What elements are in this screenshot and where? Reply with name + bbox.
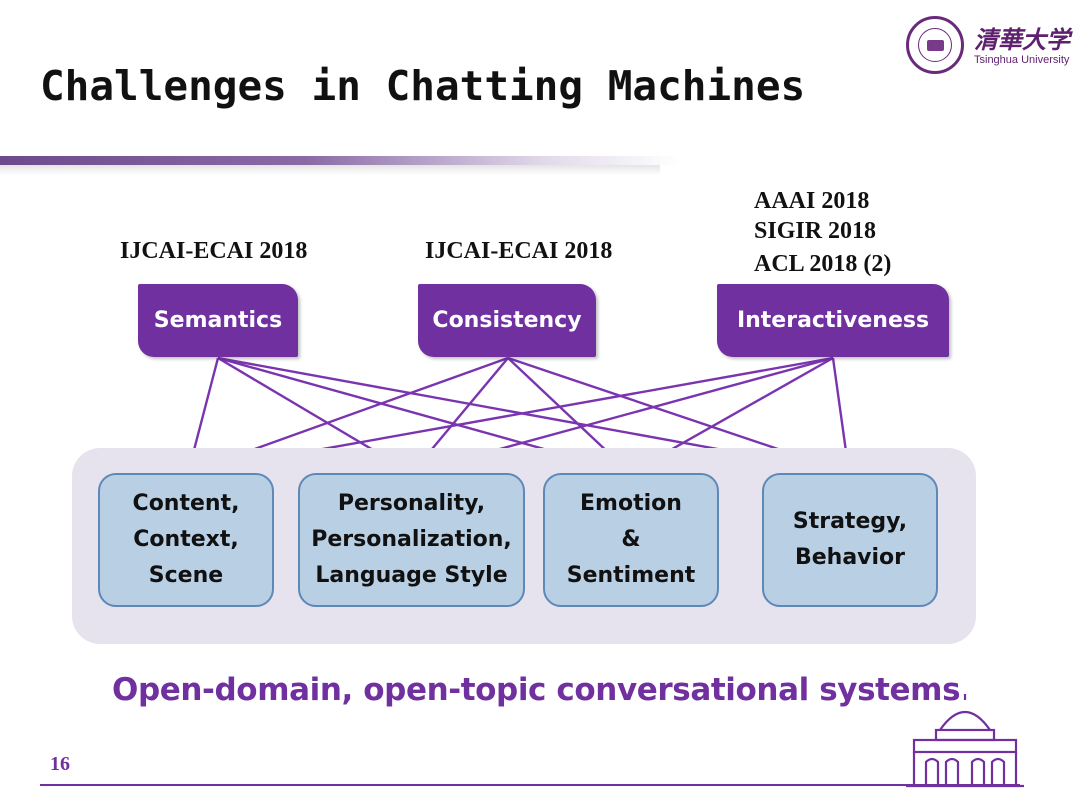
slide-title: Challenges in Chatting Machines [40, 62, 806, 110]
logo-chinese-name: 清華大学 [974, 25, 1070, 54]
title-underline-bar [0, 156, 680, 165]
aspect-line: Content, [132, 491, 240, 516]
aspect-personality: Personality, Personalization, Language S… [298, 473, 525, 607]
venue-semantics: IJCAI-ECAI 2018 [120, 238, 308, 264]
page-number: 16 [50, 753, 70, 775]
venue-interactiveness-3: ACL 2018 (2) [754, 251, 892, 277]
building-icon [906, 694, 1024, 788]
logo-english-name: Tsinghua University [974, 54, 1070, 66]
aspect-line: Personality, [337, 491, 486, 516]
aspect-line: Behavior [794, 545, 906, 570]
aspect-line: Scene [148, 563, 224, 588]
aspect-line: & [621, 527, 641, 552]
venue-interactiveness-1: AAAI 2018 [754, 188, 870, 214]
venue-interactiveness-2: SIGIR 2018 [754, 218, 877, 244]
title-underline-shadow [0, 165, 660, 175]
seal-icon [906, 16, 964, 74]
aspect-line: Strategy, [792, 509, 908, 534]
venue-consistency: IJCAI-ECAI 2018 [425, 238, 613, 264]
category-semantics: Semantics [138, 284, 298, 357]
aspect-line: Personalization, [311, 527, 512, 552]
category-interactiveness: Interactiveness [717, 284, 949, 357]
aspect-line: Language Style [315, 563, 508, 588]
bottom-caption: Open-domain, open-topic conversational s… [112, 672, 961, 708]
aspect-line: Context, [133, 527, 239, 552]
footer-line [40, 784, 1020, 786]
aspect-line: Sentiment [566, 563, 696, 588]
category-consistency: Consistency [418, 284, 596, 357]
aspect-line: Emotion [580, 491, 682, 516]
tsinghua-logo: 清華大学 Tsinghua University [900, 14, 1070, 76]
aspect-content-context-scene: Content, Context, Scene [98, 473, 274, 607]
aspect-emotion-sentiment: Emotion & Sentiment [543, 473, 719, 607]
aspect-strategy-behavior: Strategy, Behavior [762, 473, 938, 607]
